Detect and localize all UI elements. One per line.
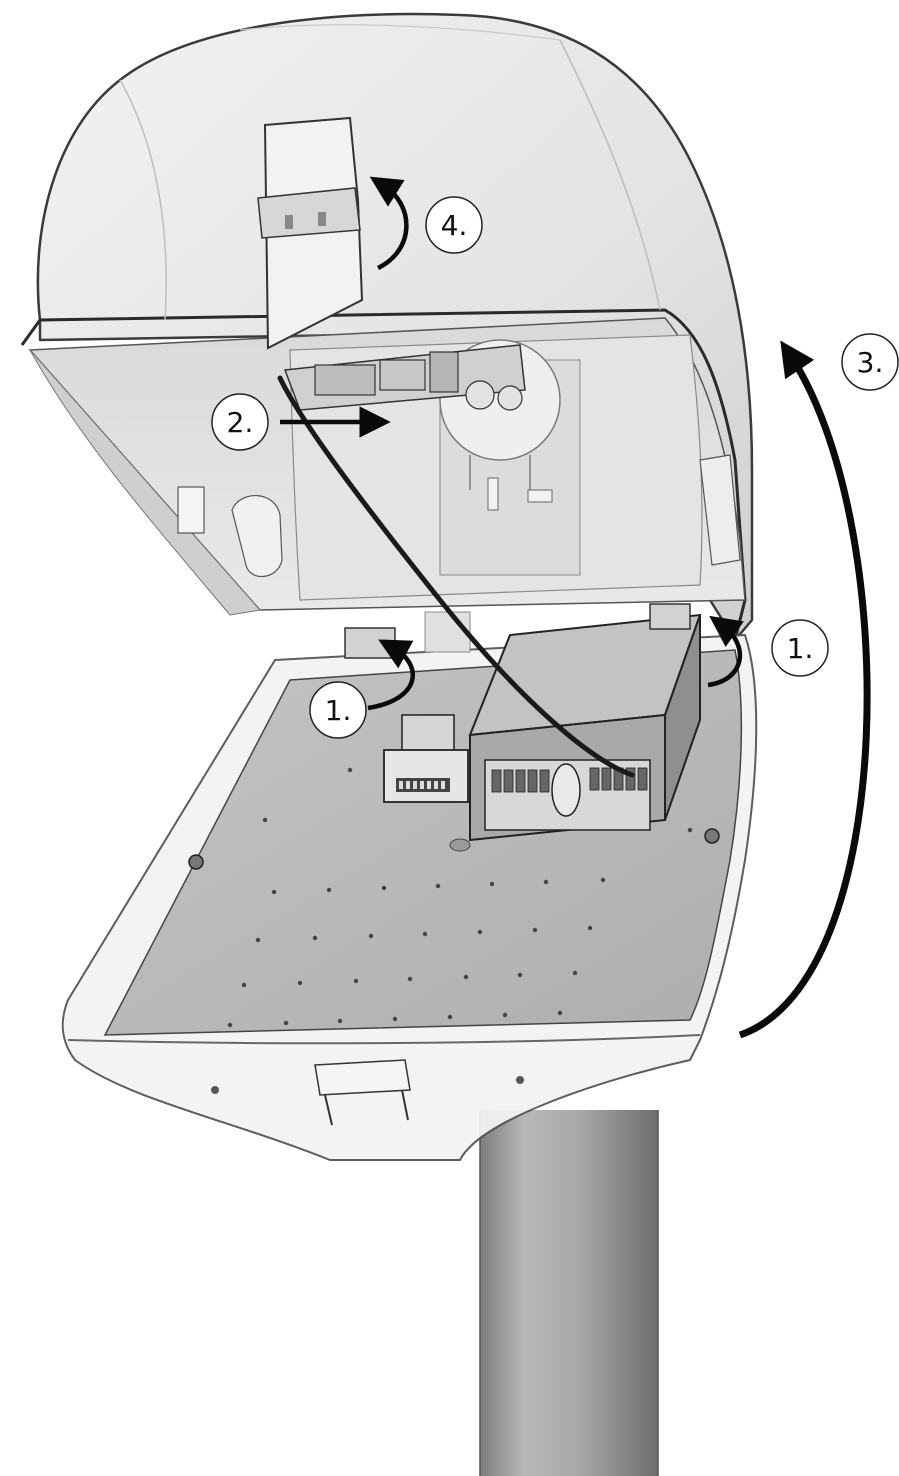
step1-right-arrow <box>707 615 744 688</box>
step4-arrow <box>369 176 409 271</box>
step4-callout: 4. <box>425 196 483 254</box>
dip-switch-module <box>383 714 469 803</box>
step1-left-arrow <box>367 639 416 711</box>
cable-connector-block <box>283 344 526 411</box>
plate-screws <box>188 828 720 870</box>
step4-label: 4. <box>441 209 468 242</box>
step1-right-callout: 1. <box>771 619 829 677</box>
control-module <box>468 613 702 842</box>
step1-right-label: 1. <box>787 632 814 665</box>
plate-mounting-holes <box>227 742 693 1028</box>
step2-label: 2. <box>227 406 254 439</box>
hinge-tabs <box>344 603 691 659</box>
step1-left-callout: 1. <box>309 681 367 739</box>
connection-cable <box>277 375 635 778</box>
step2-callout: 2. <box>211 393 269 451</box>
step3-callout: 3. <box>841 333 899 391</box>
step3-label: 3. <box>857 346 884 379</box>
step1-left-label: 1. <box>325 694 352 727</box>
mounting-pole <box>479 1110 659 1476</box>
step-arrows <box>280 176 871 1039</box>
hood-strap <box>257 116 364 350</box>
step3-arrow <box>738 340 871 1039</box>
